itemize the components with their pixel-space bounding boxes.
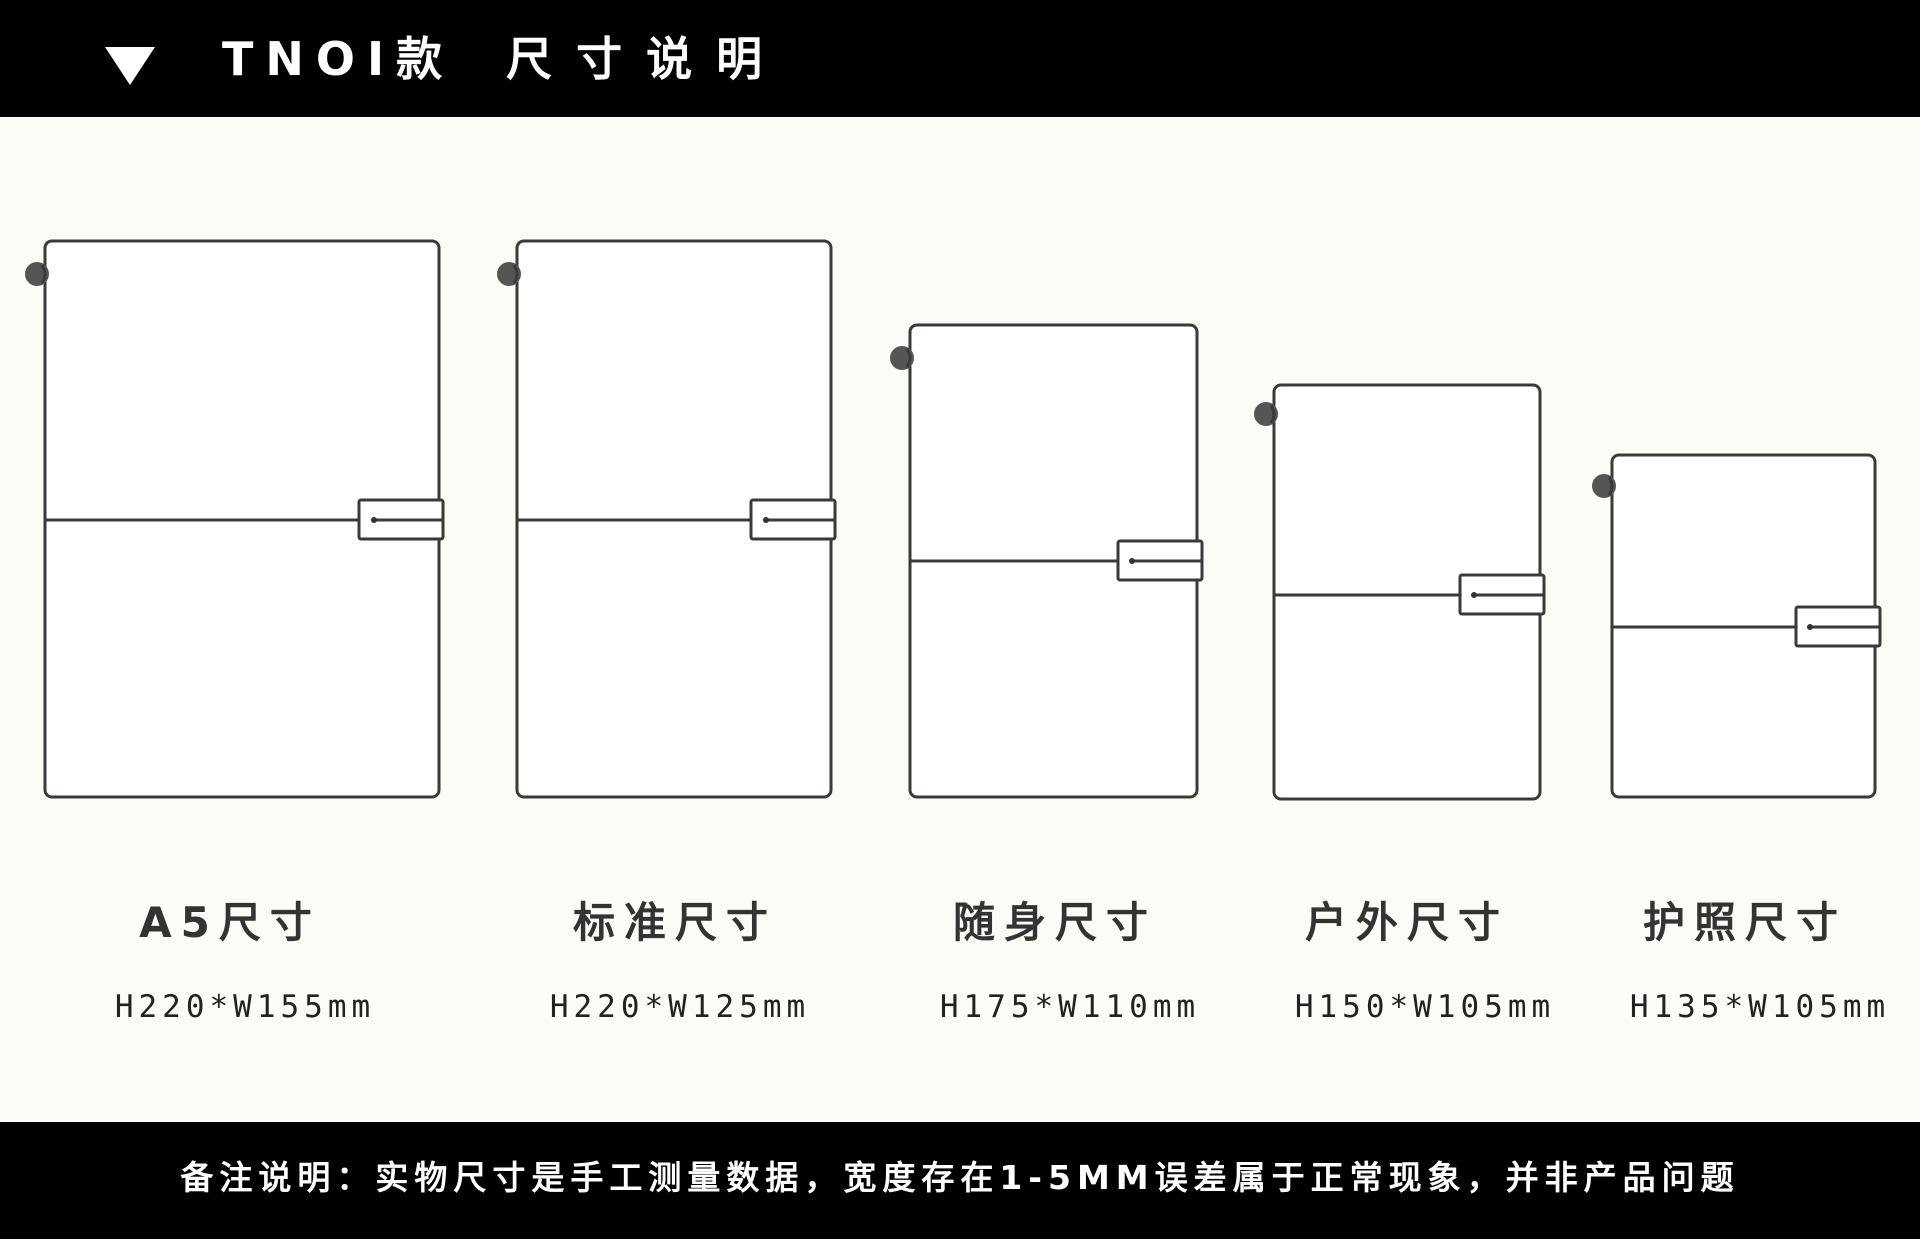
size-dimensions-standard: H220*W125mm xyxy=(549,989,811,1025)
brand-title: TNOI款 xyxy=(222,32,455,86)
size-label-portable: 随身尺寸 xyxy=(952,898,1157,947)
notebook-standard xyxy=(497,239,837,799)
notebook-passport xyxy=(1592,453,1882,799)
size-label-standard: 标准尺寸 xyxy=(572,898,777,947)
size-dimensions-passport: H135*W105mm xyxy=(1629,989,1891,1025)
page-title: TNOI款尺寸说明 xyxy=(222,27,786,91)
size-label-passport: 护照尺寸 xyxy=(1642,898,1847,947)
notebook-portable xyxy=(890,323,1204,799)
size-label-a5: A5尺寸 xyxy=(139,898,321,947)
footer-bar xyxy=(0,1122,1920,1239)
triangle-down-icon xyxy=(105,47,155,85)
subtitle: 尺寸说明 xyxy=(506,32,787,86)
size-dimensions-outdoor: H150*W105mm xyxy=(1294,989,1556,1025)
notebook-outdoor xyxy=(1254,383,1546,801)
header-bar: TNOI款尺寸说明 xyxy=(0,0,1920,117)
size-label-outdoor: 户外尺寸 xyxy=(1304,898,1509,947)
notebook-illustrations-svg xyxy=(25,239,1882,801)
notebook-a5 xyxy=(25,239,445,799)
size-dimensions-a5: H220*W155mm xyxy=(114,989,376,1025)
footer-note: 备注说明：实物尺寸是手工测量数据，宽度存在1-5MM误差属于正常现象，并非产品问… xyxy=(180,1158,1740,1197)
size-dimensions-portable: H175*W110mm xyxy=(939,989,1201,1025)
notebook-illustrations xyxy=(0,117,1920,817)
